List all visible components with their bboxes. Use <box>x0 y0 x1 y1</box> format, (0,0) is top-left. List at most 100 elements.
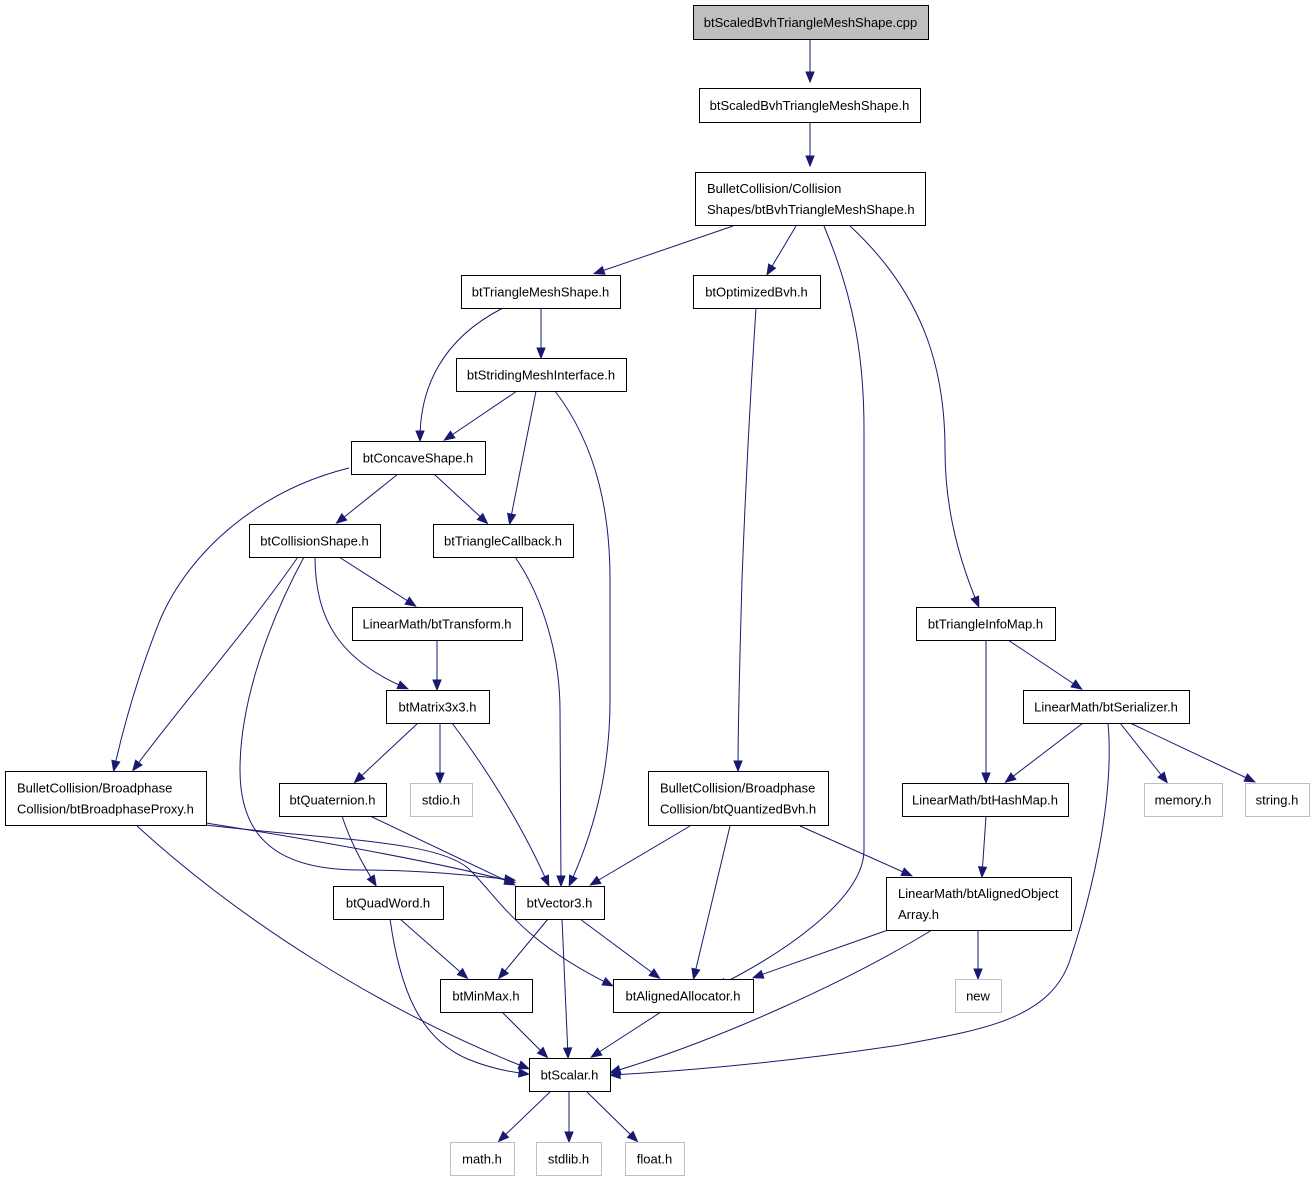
node-box <box>450 1142 515 1176</box>
node-label: string.h <box>1256 793 1299 808</box>
node-hashmap[interactable]: LinearMath/btHashMap.h <box>902 783 1069 817</box>
edge-alalloc-to-scalar <box>590 1011 662 1058</box>
edge-line <box>579 918 659 978</box>
edge-aoa-to-alalloc <box>751 929 889 979</box>
node-new[interactable]: new <box>955 979 1002 1013</box>
edge-qbvh-to-vector3 <box>589 825 691 886</box>
node-minmax[interactable]: btMinMax.h <box>440 979 533 1013</box>
node-quat[interactable]: btQuaternion.h <box>279 783 387 817</box>
node-scalar[interactable]: btScalar.h <box>529 1058 611 1092</box>
edge-line <box>239 556 514 881</box>
node-label: btTriangleCallback.h <box>444 534 562 549</box>
arrowhead <box>536 1046 549 1059</box>
edge-line <box>849 225 979 606</box>
node-bproxy[interactable]: BulletCollision/BroadphaseCollision/btBr… <box>5 771 207 826</box>
edge-line <box>592 1011 662 1057</box>
node-stdio[interactable]: stdio.h <box>410 783 473 817</box>
arrowhead <box>497 967 510 980</box>
arrowhead <box>456 967 469 980</box>
edge-trimesh-to-concave <box>415 307 504 443</box>
edge-line <box>693 825 731 978</box>
node-box <box>433 524 574 558</box>
node-box <box>352 607 523 641</box>
edge-line <box>133 556 299 770</box>
node-scaledh[interactable]: btScaledBvhTriangleMeshShape.h <box>699 88 921 123</box>
node-label: btMatrix3x3.h <box>398 700 476 715</box>
node-concave[interactable]: btConcaveShape.h <box>351 441 486 475</box>
node-label: btCollisionShape.h <box>260 534 368 549</box>
edge-bproxy-to-vector3 <box>205 822 517 885</box>
arrowhead <box>562 1047 573 1060</box>
arrowhead <box>536 347 546 360</box>
node-memory[interactable]: memory.h <box>1144 783 1223 817</box>
arrowhead <box>970 595 980 609</box>
node-vector3[interactable]: btVector3.h <box>515 886 605 920</box>
node-box <box>279 783 387 817</box>
node-box <box>529 1058 611 1092</box>
node-cpp[interactable]: btScaledBvhTriangleMeshShape.cpp <box>693 5 929 40</box>
node-quadword[interactable]: btQuadWord.h <box>333 886 444 920</box>
node-stdlib[interactable]: stdlib.h <box>536 1142 602 1176</box>
arrowhead <box>476 512 489 525</box>
node-serializer[interactable]: LinearMath/btSerializer.h <box>1023 690 1190 724</box>
node-matrix[interactable]: btMatrix3x3.h <box>386 690 490 724</box>
edge-line <box>499 1090 552 1141</box>
edge-bvhtms-to-optbvh <box>766 225 797 276</box>
node-box <box>5 771 207 826</box>
edge-line <box>433 473 487 523</box>
node-trinfo[interactable]: btTriangleInfoMap.h <box>916 607 1056 641</box>
edge-line <box>338 556 415 606</box>
node-striding[interactable]: btStridingMeshInterface.h <box>456 358 627 392</box>
arrowhead <box>608 1065 622 1075</box>
node-qbvh[interactable]: BulletCollision/BroadphaseCollision/btQu… <box>648 771 829 826</box>
edge-line <box>136 825 528 1069</box>
node-bvhtms[interactable]: BulletCollision/CollisionShapes/btBvhTri… <box>695 172 926 226</box>
node-box <box>886 877 1072 931</box>
edge-line <box>767 225 797 274</box>
node-label: Shapes/btBvhTriangleMeshShape.h <box>707 202 915 217</box>
edge-line <box>1006 722 1084 782</box>
node-label: btStridingMeshInterface.h <box>467 368 615 383</box>
edge-trinfo-to-hashmap <box>981 640 991 785</box>
arrowhead <box>1243 773 1257 783</box>
edge-concave-to-collshape <box>335 473 399 525</box>
arrowhead <box>981 772 991 785</box>
edge-bproxy-to-alalloc <box>205 824 615 987</box>
edge-aoa-to-scalar <box>608 929 933 1075</box>
edge-scalar-to-stdlib <box>564 1091 574 1144</box>
node-alalloc[interactable]: btAlignedAllocator.h <box>613 979 754 1013</box>
edge-concave-to-tricb <box>433 473 489 525</box>
edge-serializer-to-hashmap <box>1004 722 1084 784</box>
arrowhead <box>973 968 983 981</box>
node-label: btOptimizedBvh.h <box>705 285 808 300</box>
edge-line <box>369 815 514 885</box>
edge-scalar-to-math <box>497 1090 552 1143</box>
arrowhead <box>805 155 815 168</box>
node-label: btConcaveShape.h <box>363 451 474 466</box>
node-transform[interactable]: LinearMath/btTransform.h <box>352 607 523 641</box>
node-label: btTriangleInfoMap.h <box>928 617 1043 632</box>
edge-line <box>611 929 933 1073</box>
arrowhead <box>506 512 517 526</box>
edge-optbvh-to-qbvh <box>733 307 757 773</box>
node-trimesh[interactable]: btTriangleMeshShape.h <box>461 275 621 309</box>
edge-line <box>337 473 399 523</box>
node-label: Collision/btBroadphaseProxy.h <box>17 802 194 817</box>
node-math[interactable]: math.h <box>450 1142 515 1176</box>
node-tricb[interactable]: btTriangleCallback.h <box>433 524 574 558</box>
arrowhead <box>353 771 366 784</box>
node-box <box>648 771 829 826</box>
node-label: btScaledBvhTriangleMeshShape.cpp <box>704 15 917 30</box>
node-label: memory.h <box>1155 793 1212 808</box>
edge-line <box>799 825 911 876</box>
arrowhead <box>592 265 606 275</box>
node-float[interactable]: float.h <box>625 1142 685 1176</box>
node-string[interactable]: string.h <box>1245 783 1310 817</box>
edge-concave-to-bproxy <box>111 467 350 773</box>
node-collshape[interactable]: btCollisionShape.h <box>249 524 381 558</box>
arrowhead <box>540 874 550 888</box>
edge-line <box>1129 722 1254 782</box>
node-optbvh[interactable]: btOptimizedBvh.h <box>693 275 821 309</box>
edge-transform-to-matrix <box>432 640 442 692</box>
